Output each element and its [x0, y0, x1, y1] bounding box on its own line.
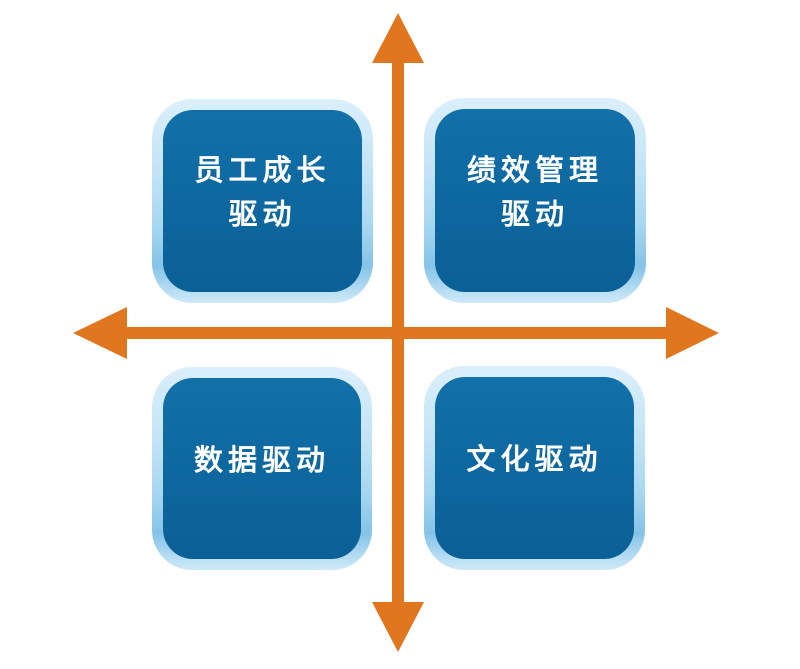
quadrant-label-line: 数据驱动: [193, 444, 330, 477]
quadrant-label-bottom-right: 文化驱动: [466, 438, 602, 482]
quadrant-label-line: 驱动: [500, 198, 569, 231]
arrowhead-up-icon: [372, 13, 424, 63]
arrowhead-down-icon: [372, 602, 424, 652]
quadrant-box-surface: 数据驱动: [163, 378, 361, 559]
quadrant-label-line: 文化驱动: [466, 444, 603, 476]
quadrant-box-bottom-left: 数据驱动: [152, 367, 372, 570]
quadrant-box-top-right: 绩效管理 驱动: [424, 98, 646, 303]
quadrant-label-line: 绩效管理: [466, 154, 603, 187]
quadrant-label-line: 驱动: [228, 199, 297, 231]
quadrant-label-top-right: 绩效管理 驱动: [467, 149, 603, 237]
quadrant-box-surface: 文化驱动: [435, 377, 634, 559]
quadrant-label-bottom-left: 数据驱动: [194, 439, 330, 483]
quadrant-box-top-left: 员工成长 驱动: [152, 99, 373, 303]
quadrant-label-line: 员工成长: [194, 155, 331, 187]
arrowhead-right-icon: [666, 307, 719, 359]
quadrant-box-bottom-right: 文化驱动: [424, 366, 645, 570]
quadrant-box-surface: 员工成长 驱动: [163, 110, 362, 292]
quadrant-box-surface: 绩效管理 驱动: [435, 109, 635, 292]
horizontal-axis-arrow: [73, 307, 719, 359]
horizontal-axis-shaft: [124, 327, 669, 339]
arrowhead-left-icon: [73, 307, 127, 359]
quadrant-label-top-left: 员工成长 驱动: [194, 149, 330, 237]
